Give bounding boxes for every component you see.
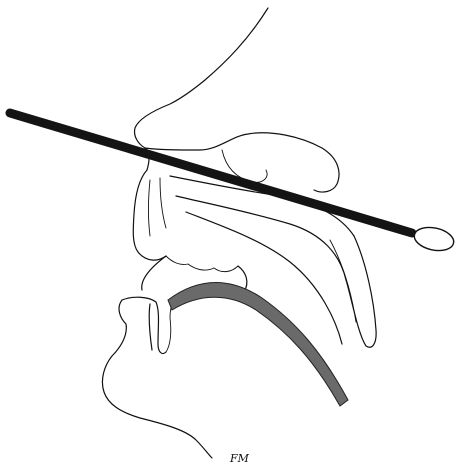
lower-lip-outline (122, 297, 166, 353)
palate-curve (186, 212, 342, 344)
swab-tip (412, 224, 456, 254)
pharynx-wall-outer (346, 236, 376, 347)
chin-outline (102, 300, 212, 458)
swab-stick (10, 113, 412, 233)
swab (10, 113, 456, 254)
throat-tube (168, 283, 348, 407)
face-profile-outline (135, 8, 268, 170)
upper-teeth (149, 178, 239, 272)
artist-signature: FM (229, 452, 250, 465)
